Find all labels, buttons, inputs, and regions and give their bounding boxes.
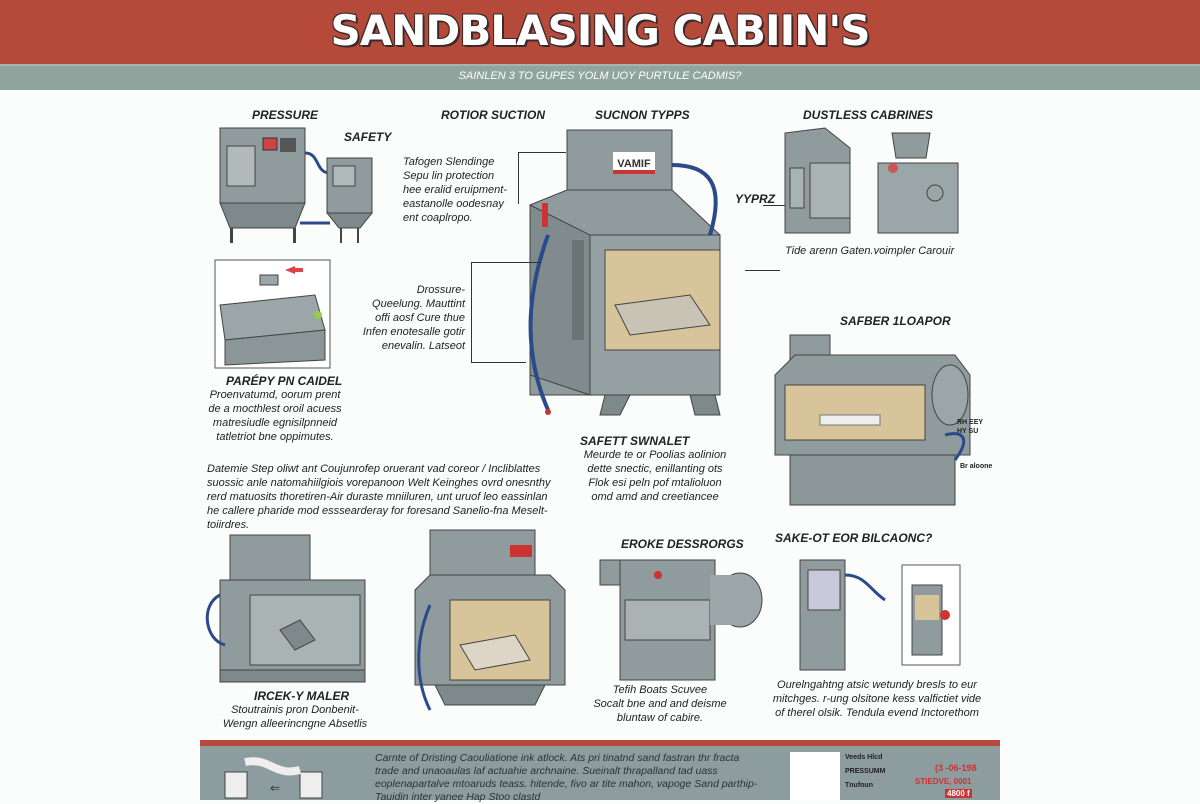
leader-line bbox=[745, 270, 780, 271]
desc-ircek: Stoutrainis pron Donbenit- Wengn alleerin… bbox=[210, 703, 380, 731]
label-yyprz: YYPRZ bbox=[735, 192, 776, 206]
cabinet-2-illustration bbox=[414, 529, 566, 711]
footer-box-line2: Tnufoun bbox=[845, 782, 873, 789]
text-line: Queelung. Mauttint bbox=[372, 298, 465, 310]
text-line: enevalin. Latseot bbox=[381, 340, 465, 352]
text-line: Wengn alleerincngne Absetlis bbox=[222, 718, 368, 730]
label-parepy: PARÉPY PN CAIDEL bbox=[226, 374, 343, 388]
text-line: ent coaplropo. bbox=[403, 212, 473, 224]
footer-box-title: Veeds Hlcd bbox=[845, 754, 883, 761]
desc-sake: Ourelngahtng atsic wetundy bresls to eur… bbox=[762, 678, 992, 720]
label-eroke: EROKE DESSRORGS bbox=[621, 537, 744, 551]
text-line: offi aosf Cure thue bbox=[375, 312, 465, 324]
leader-line bbox=[518, 152, 519, 204]
pressure-cabinet-illustration bbox=[219, 127, 374, 243]
text-line: omd amd and creetiancee bbox=[591, 491, 719, 503]
footer-text: Carnte of Dristing Caouliatione ink atlo… bbox=[375, 752, 785, 804]
sake-cabinets-illustration bbox=[799, 559, 961, 671]
text-line: Stoutrainis pron Donbenit- bbox=[231, 704, 359, 716]
label-sucnon-types: SUCNON TYPPS bbox=[595, 108, 690, 122]
footer-red-1: STIEDVE, 0001 bbox=[915, 777, 972, 786]
text-line: eoplenapartalve mtoaruds teass. hitende,… bbox=[375, 778, 758, 790]
text-line: Sepu lin protection bbox=[403, 170, 495, 182]
text-line: Tafogen Slendinge bbox=[403, 156, 495, 168]
leader-line bbox=[471, 262, 541, 263]
footer-diagram-box bbox=[790, 752, 840, 800]
safber-cabinet-illustration bbox=[774, 334, 971, 506]
leader-line bbox=[518, 152, 566, 153]
label-safber: SAFBER 1LOAPOR bbox=[840, 314, 951, 328]
footer-phone: (3 -06-198 bbox=[935, 763, 977, 773]
text-line: hee eralid eruipment- bbox=[403, 184, 507, 196]
footer-red-2: 4800 f bbox=[945, 789, 972, 798]
text-line: Ourelngahtng atsic wetundy bresls to eur bbox=[777, 679, 977, 691]
text-line: Flok esi peln pof mtalioluon bbox=[588, 477, 722, 489]
text-line: suossic anle natomahiilgiois vorepanoon … bbox=[207, 477, 551, 489]
label-ircek: IRCEK-Y MALER bbox=[254, 689, 350, 703]
svg-text:⇐: ⇐ bbox=[270, 781, 280, 795]
text-line: rerd matuosits thoretiren-Air duraste mn… bbox=[207, 491, 548, 503]
text-line: trade and unaoaulas laf actuahie archnai… bbox=[375, 765, 718, 777]
text-line: Drossure- bbox=[416, 284, 465, 296]
desc-safett: Meurde te or Poolias aolinion dette snect… bbox=[570, 448, 740, 504]
text-line: Tefih Boats Scuvee bbox=[612, 684, 708, 696]
label-rotior-suction: ROTIOR SUCTION bbox=[441, 108, 545, 122]
ircek-cabinet-illustration bbox=[205, 534, 366, 683]
text-line: Proenvatumd, oorum prent bbox=[209, 389, 341, 401]
main-suction-cabinet-illustration: VAMIF bbox=[528, 129, 721, 416]
text-line: tatletriot bne oppimutes. bbox=[216, 431, 334, 443]
eroke-cabinet-illustration bbox=[599, 559, 763, 681]
side-note-2: HY SU bbox=[957, 428, 979, 435]
label-dustless: DUSTLESS CABRINES bbox=[803, 108, 934, 122]
dustless-cabinets-illustration bbox=[784, 127, 959, 234]
parepy-panel-illustration bbox=[214, 259, 331, 369]
desc-parepy: Proenvatumd, oorum prent de a mocthlest o… bbox=[195, 388, 355, 444]
desc-drossure: Drossure- Queelung. Mauttint offi aosf Cur… bbox=[330, 283, 465, 353]
text-line: Infen enotesalle gotir bbox=[362, 326, 465, 338]
subtitle: SAINLEN 3 TO GUPES YOLM UOY PURTULE CADM… bbox=[458, 70, 742, 82]
text-line: Carnte of Dristing Caouliatione ink atlo… bbox=[375, 752, 740, 764]
leader-line bbox=[471, 362, 526, 363]
label-safety: SAFETY bbox=[344, 130, 392, 144]
header-banner bbox=[0, 0, 1200, 64]
text-line: he callere pharide mod esssearderay for … bbox=[207, 505, 548, 517]
label-pressure: PRESSURE bbox=[252, 108, 319, 122]
text-line: Socalt bne and and deisme bbox=[593, 698, 727, 710]
footer-flow-icon: ⇐ bbox=[224, 757, 323, 799]
text-line: toiirdres. bbox=[207, 519, 250, 531]
footer-band bbox=[200, 740, 1000, 800]
text-line: dette snectic, enillanting ots bbox=[587, 463, 723, 475]
subtitle-band bbox=[0, 64, 1200, 90]
side-note-1: RH EEY bbox=[957, 419, 984, 426]
desc-datemie: Datemie Step oliwt ant Coujunrofep oruer… bbox=[207, 462, 567, 532]
leader-line bbox=[471, 262, 472, 362]
label-sake: SAKE-OT EOR BILCAONC? bbox=[775, 531, 933, 545]
svg-text:VAMIF: VAMIF bbox=[617, 158, 651, 170]
page-title: SANDBLASING CABIIN'S bbox=[330, 6, 870, 55]
text-line: matresiudle egnisilpnneid bbox=[212, 417, 338, 429]
text-line: Meurde te or Poolias aolinion bbox=[583, 449, 727, 461]
side-note-3: Br aloone bbox=[960, 463, 993, 470]
text-line: mitchges. r-ung olsitone kess valfictiet… bbox=[772, 693, 982, 705]
label-safett: SAFETT SWNALET bbox=[580, 434, 690, 448]
text-line: bluntaw of cabire. bbox=[616, 712, 704, 724]
leader-line bbox=[763, 205, 803, 206]
footer-box-line1: PRESSUMM bbox=[845, 768, 886, 775]
text-line: eastanolle oodesnay bbox=[403, 198, 504, 210]
text-line: Datemie Step oliwt ant Coujunrofep oruer… bbox=[207, 463, 541, 475]
text-line: of therel olsik. Tendula evend Inctoreth… bbox=[775, 707, 979, 719]
caption-tide: Tide arenn Gaten.voimpler Carouir bbox=[785, 245, 955, 257]
text-line: Tauidin inter yanee Hap Stoo clastd bbox=[375, 791, 541, 803]
text-line: de a mocthlest oroil acuess bbox=[208, 403, 342, 415]
